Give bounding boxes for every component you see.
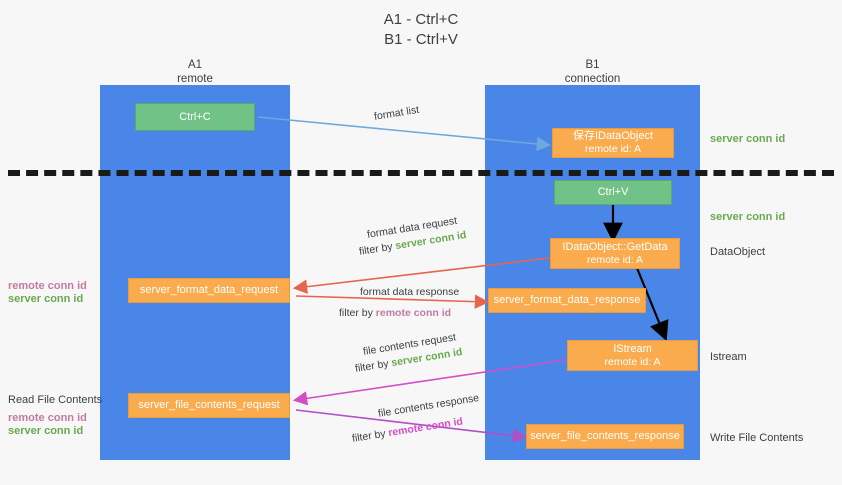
filter-prefix: filter by bbox=[339, 307, 376, 319]
box-server-format-data-response-label: server_format_data_response bbox=[493, 294, 641, 306]
annotation-format-list: format list bbox=[373, 103, 420, 123]
left-label-format-remote-conn-id: remote conn id bbox=[8, 280, 87, 292]
box-istream-line2: remote id: A bbox=[604, 355, 661, 368]
filter-prefix: filter by bbox=[358, 240, 397, 258]
filter-value-remote-conn-id: remote conn id bbox=[375, 307, 452, 319]
annotation-format-data-response-filter: filter by remote conn id bbox=[339, 306, 451, 320]
box-getdata[interactable]: IDataObject::GetData remote id: A bbox=[550, 238, 680, 269]
lane-header-a1: A1 remote bbox=[100, 58, 290, 86]
left-label-file-server-conn-id: server conn id bbox=[8, 425, 84, 437]
box-ctrl-c[interactable]: Ctrl+C bbox=[135, 103, 255, 131]
box-ole-idataobject-line2: remote id: A bbox=[584, 143, 642, 155]
box-server-file-contents-request-label: server_file_contents_request bbox=[138, 399, 280, 411]
lane-b1-name: B1 bbox=[585, 59, 600, 71]
box-server-format-data-request-label: server_format_data_request bbox=[139, 284, 279, 296]
box-getdata-line2: remote id: A bbox=[586, 253, 644, 266]
box-istream-line1: IStream bbox=[613, 342, 652, 355]
lane-a1-subtitle: remote bbox=[177, 73, 213, 85]
box-ctrl-c-label: Ctrl+C bbox=[179, 110, 211, 123]
lane-header-b1: B1 connection bbox=[485, 58, 700, 86]
box-server-file-contents-response[interactable]: server_file_contents_response bbox=[526, 424, 684, 449]
phase-divider bbox=[8, 170, 834, 176]
right-label-write-file-contents: Write File Contents bbox=[710, 432, 804, 444]
right-label-server-conn-id-mid: server conn id bbox=[710, 211, 786, 223]
annotation-file-contents-response-filter: filter by remote conn id bbox=[351, 414, 464, 445]
box-server-format-data-response[interactable]: server_format_data_response bbox=[488, 288, 646, 313]
box-ctrl-v-label: Ctrl+V bbox=[597, 186, 629, 198]
box-ctrl-v[interactable]: Ctrl+V bbox=[554, 180, 672, 205]
box-ole-idataobject-line1: 保存IDataObject bbox=[572, 130, 654, 142]
title-line-2: B1 - Ctrl+V bbox=[384, 31, 458, 48]
box-server-file-contents-response-label: server_file_contents_response bbox=[530, 430, 680, 442]
right-label-dataobject: DataObject bbox=[710, 246, 766, 258]
annotation-format-data-response: format data response bbox=[360, 286, 460, 298]
box-server-file-contents-request[interactable]: server_file_contents_request bbox=[128, 393, 290, 418]
lane-b1-subtitle: connection bbox=[564, 73, 621, 85]
filter-prefix: filter by bbox=[354, 357, 393, 375]
filter-prefix: filter by bbox=[351, 427, 390, 445]
box-getdata-line1: IDataObject::GetData bbox=[562, 240, 668, 253]
left-label-file-remote-conn-id: remote conn id bbox=[8, 412, 87, 424]
left-label-read-file-contents: Read File Contents bbox=[8, 394, 103, 406]
right-label-server-conn-id-top: server conn id bbox=[710, 133, 786, 145]
diagram-title: A1 - Ctrl+C B1 - Ctrl+V bbox=[0, 10, 842, 50]
box-server-format-data-request[interactable]: server_format_data_request bbox=[128, 278, 290, 303]
lane-a1-name: A1 bbox=[187, 59, 203, 71]
filter-value-remote-conn-id: remote conn id bbox=[387, 415, 464, 440]
annotation-file-contents-response: file contents response bbox=[377, 392, 480, 420]
box-istream[interactable]: IStream remote id: A bbox=[567, 340, 698, 371]
right-label-istream: Istream bbox=[710, 351, 747, 363]
title-line-1: A1 - Ctrl+C bbox=[383, 11, 459, 28]
box-ole-idataobject[interactable]: 保存IDataObject remote id: A bbox=[552, 128, 674, 158]
left-label-format-server-conn-id: server conn id bbox=[8, 293, 84, 305]
